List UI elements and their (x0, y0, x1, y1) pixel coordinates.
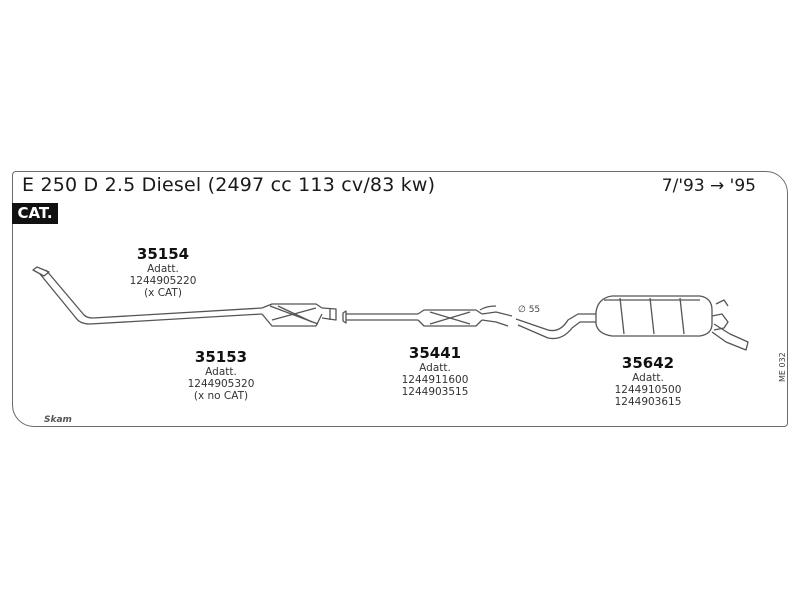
brand-logo: Skam (44, 415, 72, 425)
diagram-frame (12, 171, 788, 427)
rear-silencer (515, 295, 749, 351)
part-number: 35441 (408, 344, 462, 362)
part-label-35642: 35642 Adatt. 1244910500 1244903615 (605, 354, 691, 408)
part-oem-code: 1244903615 (614, 396, 682, 408)
part-label-35153: 35153 Adatt. 1244905320 (x no CAT) (175, 348, 267, 402)
front-pipe (32, 266, 263, 325)
part-number: 35154 (136, 245, 190, 263)
part-number: 35153 (194, 348, 248, 366)
catalytic-converter (261, 303, 337, 327)
pipe-diameter-label: ∅ 55 (518, 305, 541, 315)
part-oem-code: 1244905220 (129, 275, 197, 287)
part-variant-note: (x no CAT) (193, 390, 249, 402)
part-adapter-note: Adatt. (419, 362, 451, 374)
part-variant-note: (x CAT) (144, 287, 182, 299)
intermediate-pipe (342, 305, 513, 327)
part-adapter-note: Adatt. (632, 372, 664, 384)
part-adapter-note: Adatt. (147, 263, 179, 275)
date-range: 7/'93 → '95 (661, 176, 756, 196)
part-oem-code: 1244910500 (614, 384, 682, 396)
part-label-35441: 35441 Adatt. 1244911600 1244903515 (392, 344, 478, 398)
part-oem-code: 1244905320 (187, 378, 255, 390)
sheet-code: ME 032 (778, 352, 787, 382)
cat-badge: CAT. (12, 203, 58, 224)
part-number: 35642 (621, 354, 675, 372)
vehicle-title: E 250 D 2.5 Diesel (2497 cc 113 cv/83 kw… (22, 174, 436, 196)
part-label-35154: 35154 Adatt. 1244905220 (x CAT) (122, 245, 204, 299)
part-oem-code: 1244903515 (401, 386, 469, 398)
part-adapter-note: Adatt. (205, 366, 237, 378)
part-oem-code: 1244911600 (401, 374, 469, 386)
